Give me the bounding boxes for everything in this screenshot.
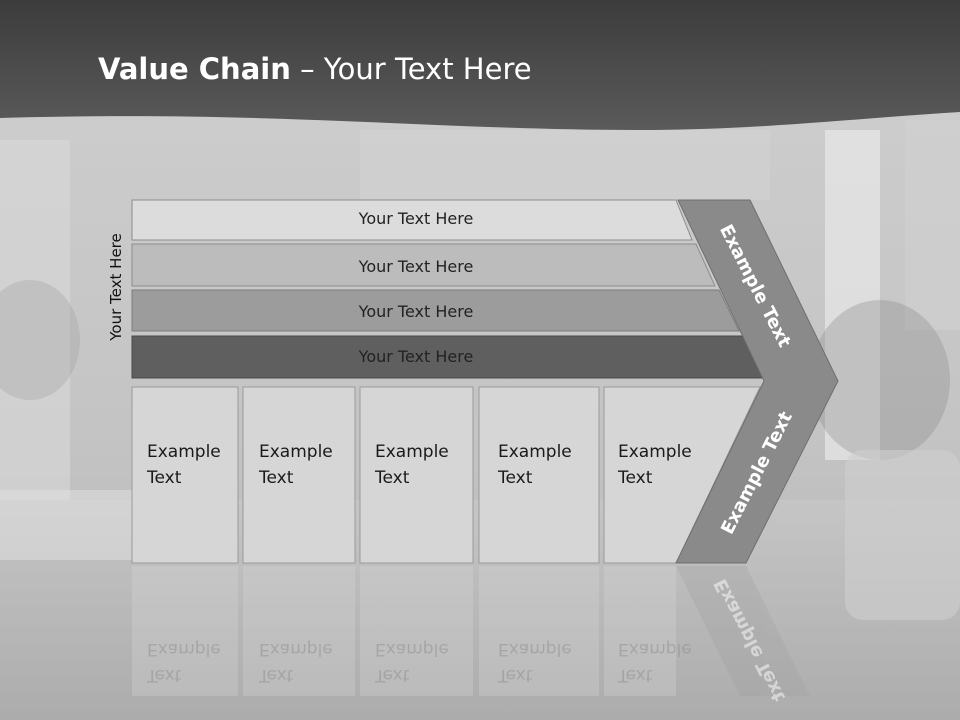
band-1 [131, 199, 693, 241]
band-4 [131, 335, 764, 379]
reflection-3-line2: Text [375, 665, 410, 685]
reflection-1: Text Example [147, 636, 221, 688]
reflection-4: Text Example [498, 636, 572, 688]
box-label-5-line2: Text [618, 468, 653, 488]
reflection-4-line2: Text [498, 665, 533, 685]
band-group [131, 199, 764, 379]
reflection-group [132, 566, 810, 696]
box-group [131, 386, 761, 564]
plant-foliage [810, 300, 950, 460]
reflection-5-line1: Example [618, 639, 692, 659]
reflection-1-line2: Text [147, 665, 182, 685]
reflection-3-line1: Example [375, 639, 449, 659]
band-2 [131, 243, 716, 287]
box-label-1-line2: Text [147, 468, 182, 488]
box-1 [131, 386, 239, 564]
box-label-1-line1: Example [147, 442, 221, 462]
box-label-4-line1: Example [498, 442, 572, 462]
box-label-5-line1: Example [618, 442, 692, 462]
brick-wall [360, 130, 770, 200]
box-label-3-line1: Example [375, 442, 449, 462]
box-label-3-line2: Text [375, 468, 410, 488]
box-4 [478, 386, 600, 564]
title-rest: – Your Text Here [290, 52, 532, 86]
side-label: Your Text Here [107, 233, 125, 341]
title-bold: Value Chain [98, 52, 291, 86]
window-light [825, 130, 880, 460]
reflection-5: Text Example [618, 636, 692, 688]
wall-panel [0, 140, 70, 500]
stone-wall [905, 120, 960, 330]
reflection-1-line1: Example [147, 639, 221, 659]
reflection-2-line1: Example [259, 639, 333, 659]
reflection-4-line1: Example [498, 639, 572, 659]
box-3 [359, 386, 474, 564]
reflection-2: Text Example [259, 636, 333, 688]
plant-foliage-left [0, 280, 80, 400]
box-label-2-line2: Text [259, 468, 294, 488]
reflection-2-line2: Text [259, 665, 294, 685]
chevron-arrow [675, 199, 839, 564]
box-label-2-line1: Example [259, 442, 333, 462]
box-2 [242, 386, 356, 564]
reflection-5-line2: Text [618, 665, 653, 685]
box-label-4-line2: Text [498, 468, 533, 488]
header-bar [0, 0, 960, 130]
page-title: Value Chain – Your Text Here [98, 52, 532, 86]
sofa [845, 450, 960, 620]
reflection-3: Text Example [375, 636, 449, 688]
band-3 [131, 289, 740, 332]
